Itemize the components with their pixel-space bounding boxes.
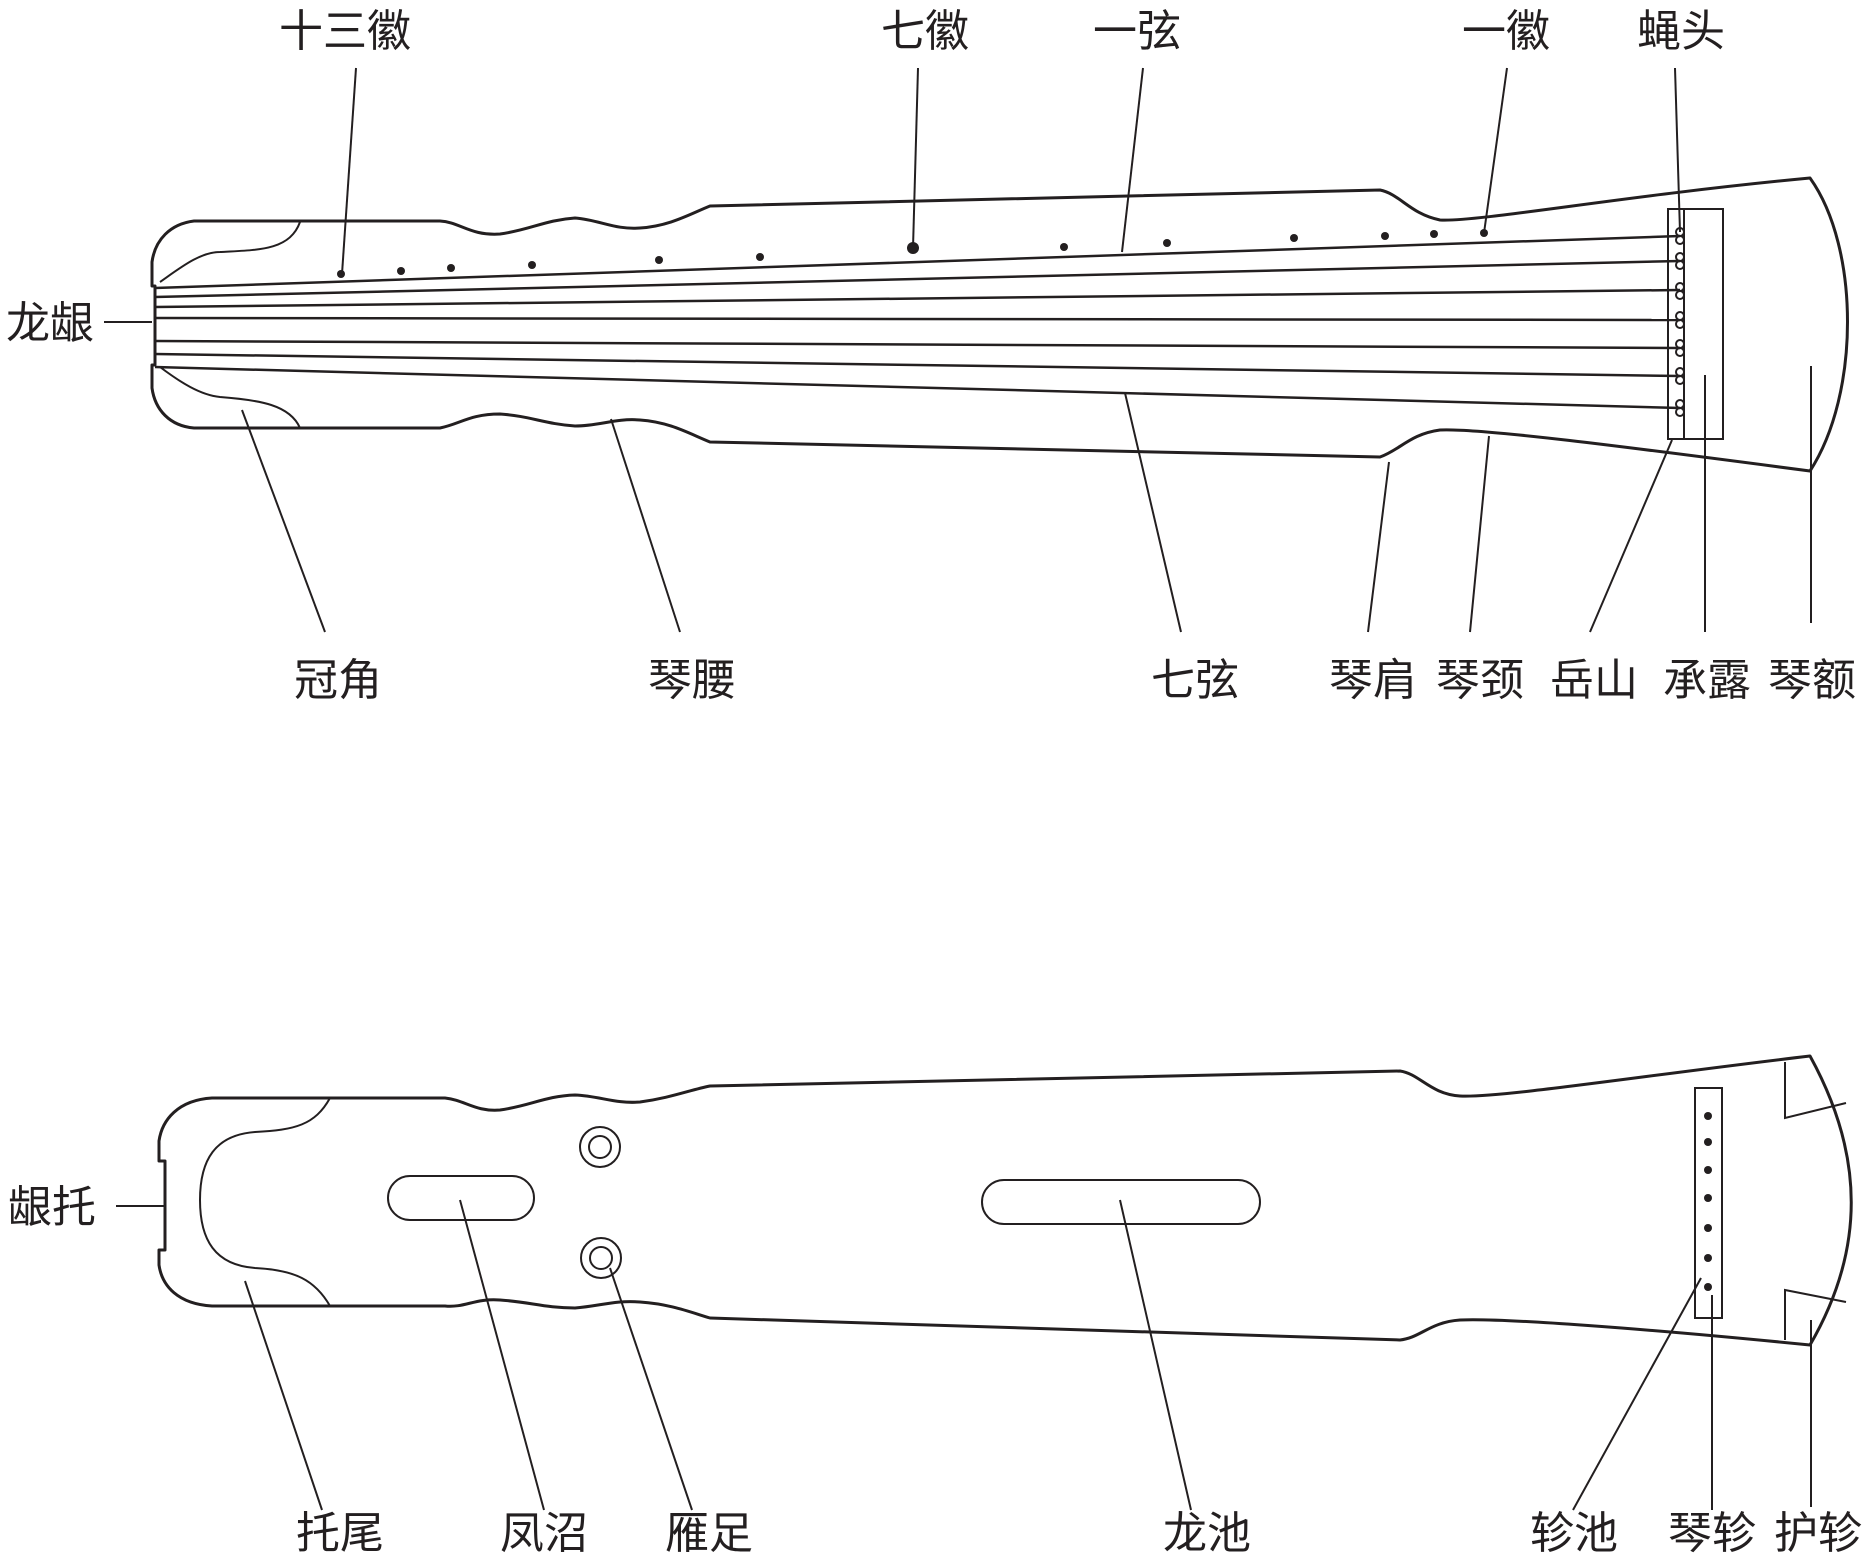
hui-markers	[337, 229, 1488, 278]
label-cheng-lu: 承露	[1663, 655, 1751, 706]
label-feng-zhao: 凤沼	[500, 1508, 588, 1554]
label-qin-yao: 琴腰	[648, 655, 736, 706]
zhen-chi-rect	[1694, 1087, 1723, 1319]
label-long-chi: 龙池	[1163, 1508, 1251, 1554]
string-6	[154, 352, 1681, 378]
label-long-yin: 龙龈	[6, 298, 94, 349]
string-4	[154, 316, 1681, 322]
feng-zhao-sound-hole	[387, 1175, 535, 1221]
yan-zu-upper-inner	[588, 1135, 612, 1159]
label-qi-hui: 七徽	[881, 6, 969, 57]
label-tuo-wei: 托尾	[296, 1508, 384, 1554]
label-qin-e: 琴额	[1768, 655, 1856, 706]
label-ying-tou: 蝇头	[1637, 6, 1725, 57]
top-body-outline	[150, 176, 1849, 473]
string-5	[154, 339, 1681, 350]
guqin-top-view: 十三徽 七徽 一弦 一徽 蝇头 龙龈 冠角 琴腰 七弦 琴肩 琴颈 岳山 承露 …	[6, 6, 1856, 706]
label-yue-shan: 岳山	[1550, 655, 1638, 706]
label-qin-jing: 琴颈	[1436, 655, 1524, 706]
yan-zu-upper-outer	[579, 1126, 621, 1168]
string-3	[154, 288, 1681, 309]
label-yin-tuo: 龈托	[8, 1182, 96, 1233]
label-yi-hui: 一徽	[1462, 6, 1550, 57]
label-yi-xian: 一弦	[1093, 6, 1181, 57]
long-chi-sound-hole	[981, 1179, 1261, 1225]
string-7	[154, 365, 1681, 410]
top-labels: 十三徽 七徽 一弦 一徽 蝇头 龙龈 冠角 琴腰 七弦 琴肩 琴颈 岳山 承露 …	[6, 6, 1856, 706]
label-qin-zhen: 琴轸	[1668, 1508, 1756, 1554]
yue-shan-bridge	[1667, 208, 1724, 440]
yan-zu-lower-outer	[580, 1237, 622, 1279]
hui-2	[1430, 230, 1438, 238]
label-zhen-chi: 轸池	[1530, 1508, 1618, 1554]
label-yan-zu: 雁足	[665, 1508, 753, 1554]
hui-12	[397, 267, 405, 275]
label-qin-jian: 琴肩	[1329, 655, 1417, 706]
hui-13	[337, 270, 345, 278]
label-shisan-hui: 十三徽	[279, 6, 411, 57]
string-2	[154, 259, 1681, 299]
bottom-leaders	[116, 1199, 1812, 1511]
hui-8	[756, 253, 764, 261]
cheng-lu-rect	[1667, 208, 1724, 440]
hui-10	[528, 261, 536, 269]
strings	[154, 234, 1681, 410]
hui-6	[1060, 243, 1068, 251]
top-leaders	[104, 67, 1812, 633]
label-qi-xian: 七弦	[1151, 655, 1239, 706]
yan-zu-feet	[579, 1126, 622, 1279]
ying-tou-knots	[1675, 227, 1685, 417]
string-1	[154, 234, 1681, 290]
hui-9	[655, 256, 663, 264]
label-hu-zhen: 护轸	[1774, 1508, 1862, 1554]
hu-zhen-guards	[1784, 1062, 1847, 1340]
guan-jiao-curve-upper	[159, 221, 301, 283]
guan-jiao-curve-lower	[159, 366, 301, 429]
hui-4	[1290, 234, 1298, 242]
guqin-bottom-view: 龈托 托尾 凤沼 雁足 龙池 轸池 琴轸 护轸	[8, 1054, 1862, 1554]
hui-5	[1163, 239, 1171, 247]
tuo-wei-curve	[198, 1097, 331, 1307]
bottom-body-outline	[157, 1054, 1853, 1347]
yan-zu-lower-inner	[589, 1246, 613, 1270]
label-guan-jiao: 冠角	[294, 655, 382, 706]
hui-11	[447, 264, 455, 272]
zhen-chi	[1694, 1087, 1723, 1319]
hui-3	[1381, 232, 1389, 240]
bottom-labels: 龈托 托尾 凤沼 雁足 龙池 轸池 琴轸 护轸	[8, 1182, 1862, 1554]
